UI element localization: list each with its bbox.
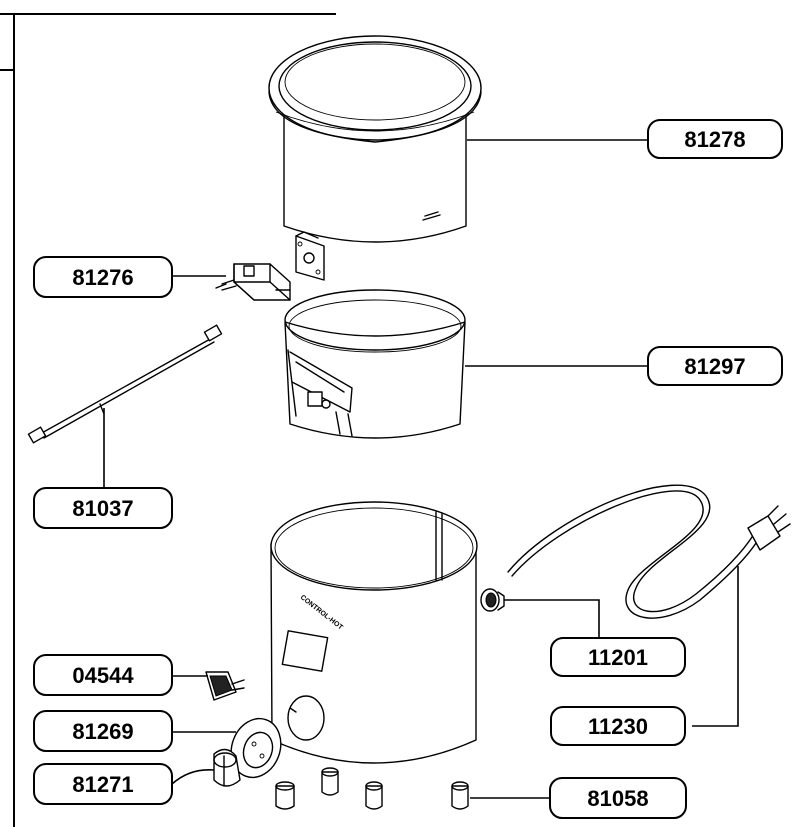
part-feet [275, 767, 469, 810]
part-thermostat [215, 263, 291, 301]
callout-81271: 81271 [33, 763, 173, 805]
part-power-cord [507, 484, 791, 619]
part-heater-band [284, 289, 466, 439]
callout-label: 11230 [588, 714, 648, 739]
callout-81058: 81058 [549, 777, 687, 819]
callout-81037: 81037 [33, 487, 173, 529]
callout-04544: 04544 [33, 654, 173, 696]
part-inner-pot [268, 35, 482, 243]
callout-label: 81297 [684, 354, 745, 379]
leader-11230 [692, 566, 739, 727]
callout-label: 81276 [72, 265, 133, 290]
callout-11230: 11230 [550, 706, 686, 746]
part-wire-harness [27, 324, 223, 444]
callout-11201: 11201 [550, 637, 686, 677]
part-outer-housing: CONTROL-HOT [270, 501, 478, 764]
callout-81276: 81276 [33, 256, 173, 298]
leader-lines [103, 139, 739, 799]
callout-81269: 81269 [33, 710, 173, 752]
callout-label: 81269 [72, 719, 133, 744]
callout-label: 81058 [587, 786, 648, 811]
leader-81271 [171, 768, 215, 785]
part-rocker-switch [205, 671, 245, 701]
callout-81297: 81297 [647, 346, 783, 386]
callout-label: 11201 [588, 645, 648, 670]
leader-11201 [504, 599, 600, 638]
part-knob [213, 748, 241, 787]
callout-label: 81278 [684, 127, 745, 152]
callout-81278: 81278 [647, 119, 783, 159]
page-frame [0, 13, 336, 827]
callout-label: 81271 [72, 772, 133, 797]
callout-label: 04544 [72, 663, 134, 688]
callout-label: 81037 [72, 496, 133, 521]
part-mount-bracket [295, 231, 325, 281]
part-bezel [230, 717, 282, 779]
part-strain-relief [480, 588, 505, 612]
